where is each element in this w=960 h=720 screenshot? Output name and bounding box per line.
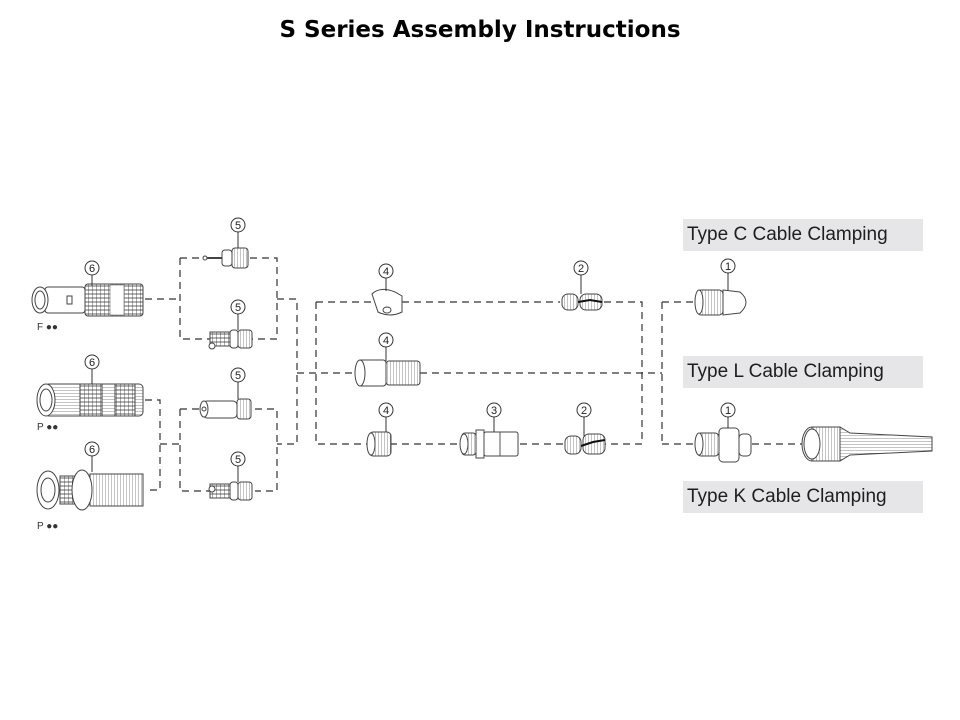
- collet-k: [366, 431, 392, 457]
- connection-lines: [145, 257, 802, 492]
- connector-line: [250, 257, 278, 340]
- connector-line: [277, 298, 298, 445]
- type-k-label: Type K Cable Clamping: [683, 481, 923, 513]
- connector-line: [145, 399, 161, 491]
- callout-bushing: 3: [486, 402, 502, 432]
- svg-text:6: 6: [89, 444, 95, 456]
- housing-f-straight: [31, 283, 144, 317]
- svg-text:4: 4: [383, 405, 389, 417]
- svg-text:3: 3: [491, 405, 497, 417]
- bushing: [459, 429, 519, 459]
- callout-insert-4: 5: [230, 451, 246, 482]
- variant-code-p-straight: P ●●: [37, 422, 59, 433]
- callout-insert-1: 5: [230, 217, 246, 248]
- callout-collet-bot: 4: [378, 402, 394, 432]
- callout-collet-top: 4: [378, 263, 394, 291]
- insert-male-top: [202, 247, 249, 269]
- nut-type-k: [694, 427, 752, 463]
- housing-p-straight: [36, 383, 144, 417]
- connector-line: [255, 408, 278, 492]
- type-c-label: Type C Cable Clamping: [683, 219, 923, 251]
- callout-housing-1: 6: [84, 260, 100, 286]
- svg-text:1: 1: [725, 261, 731, 273]
- callout-gasket-bot: 2: [576, 402, 592, 436]
- svg-text:2: 2: [581, 405, 587, 417]
- callout-collet-mid: 4: [378, 332, 394, 361]
- callout-nut-bot: 1: [720, 402, 736, 428]
- svg-text:5: 5: [235, 220, 241, 232]
- gasket-bottom: [564, 433, 606, 455]
- housing-p-bulkhead: [36, 469, 144, 511]
- svg-text:6: 6: [89, 357, 95, 369]
- connector-line: [179, 409, 210, 492]
- connector-line: [179, 258, 210, 340]
- variant-code-p-bulkhead: P ●●: [37, 521, 59, 532]
- svg-text:5: 5: [235, 302, 241, 314]
- collet-l: [354, 359, 421, 387]
- page-title: S Series Assembly Instructions: [279, 17, 681, 43]
- type-l-label: Type L Cable Clamping: [683, 356, 923, 388]
- callout-housing-2: 6: [84, 354, 100, 384]
- svg-text:5: 5: [235, 454, 241, 466]
- insert-solder-bottom: [208, 481, 253, 501]
- callout-gasket-top: 2: [573, 260, 589, 294]
- svg-text:6: 6: [89, 263, 95, 275]
- insert-solder-top: [208, 329, 253, 350]
- svg-text:4: 4: [383, 266, 389, 278]
- nut-type-c: [694, 289, 747, 316]
- collet-c: [371, 288, 403, 316]
- callout-nut-top: 1: [720, 258, 736, 290]
- callout-housing-3: 6: [84, 441, 100, 472]
- callout-insert-3: 5: [230, 367, 246, 399]
- gasket-top: [561, 293, 603, 311]
- insert-female-bottom: [199, 398, 252, 420]
- variant-code-f: F ●●: [37, 322, 58, 333]
- callouts: 6 6 6 5 5 5 5 4 4 4 3 2 2 1 1: [84, 217, 736, 482]
- callout-insert-2: 5: [230, 299, 246, 330]
- svg-text:1: 1: [725, 405, 731, 417]
- svg-text:5: 5: [235, 370, 241, 382]
- cable-boot: [801, 426, 933, 462]
- svg-text:4: 4: [383, 335, 389, 347]
- svg-text:2: 2: [578, 263, 584, 275]
